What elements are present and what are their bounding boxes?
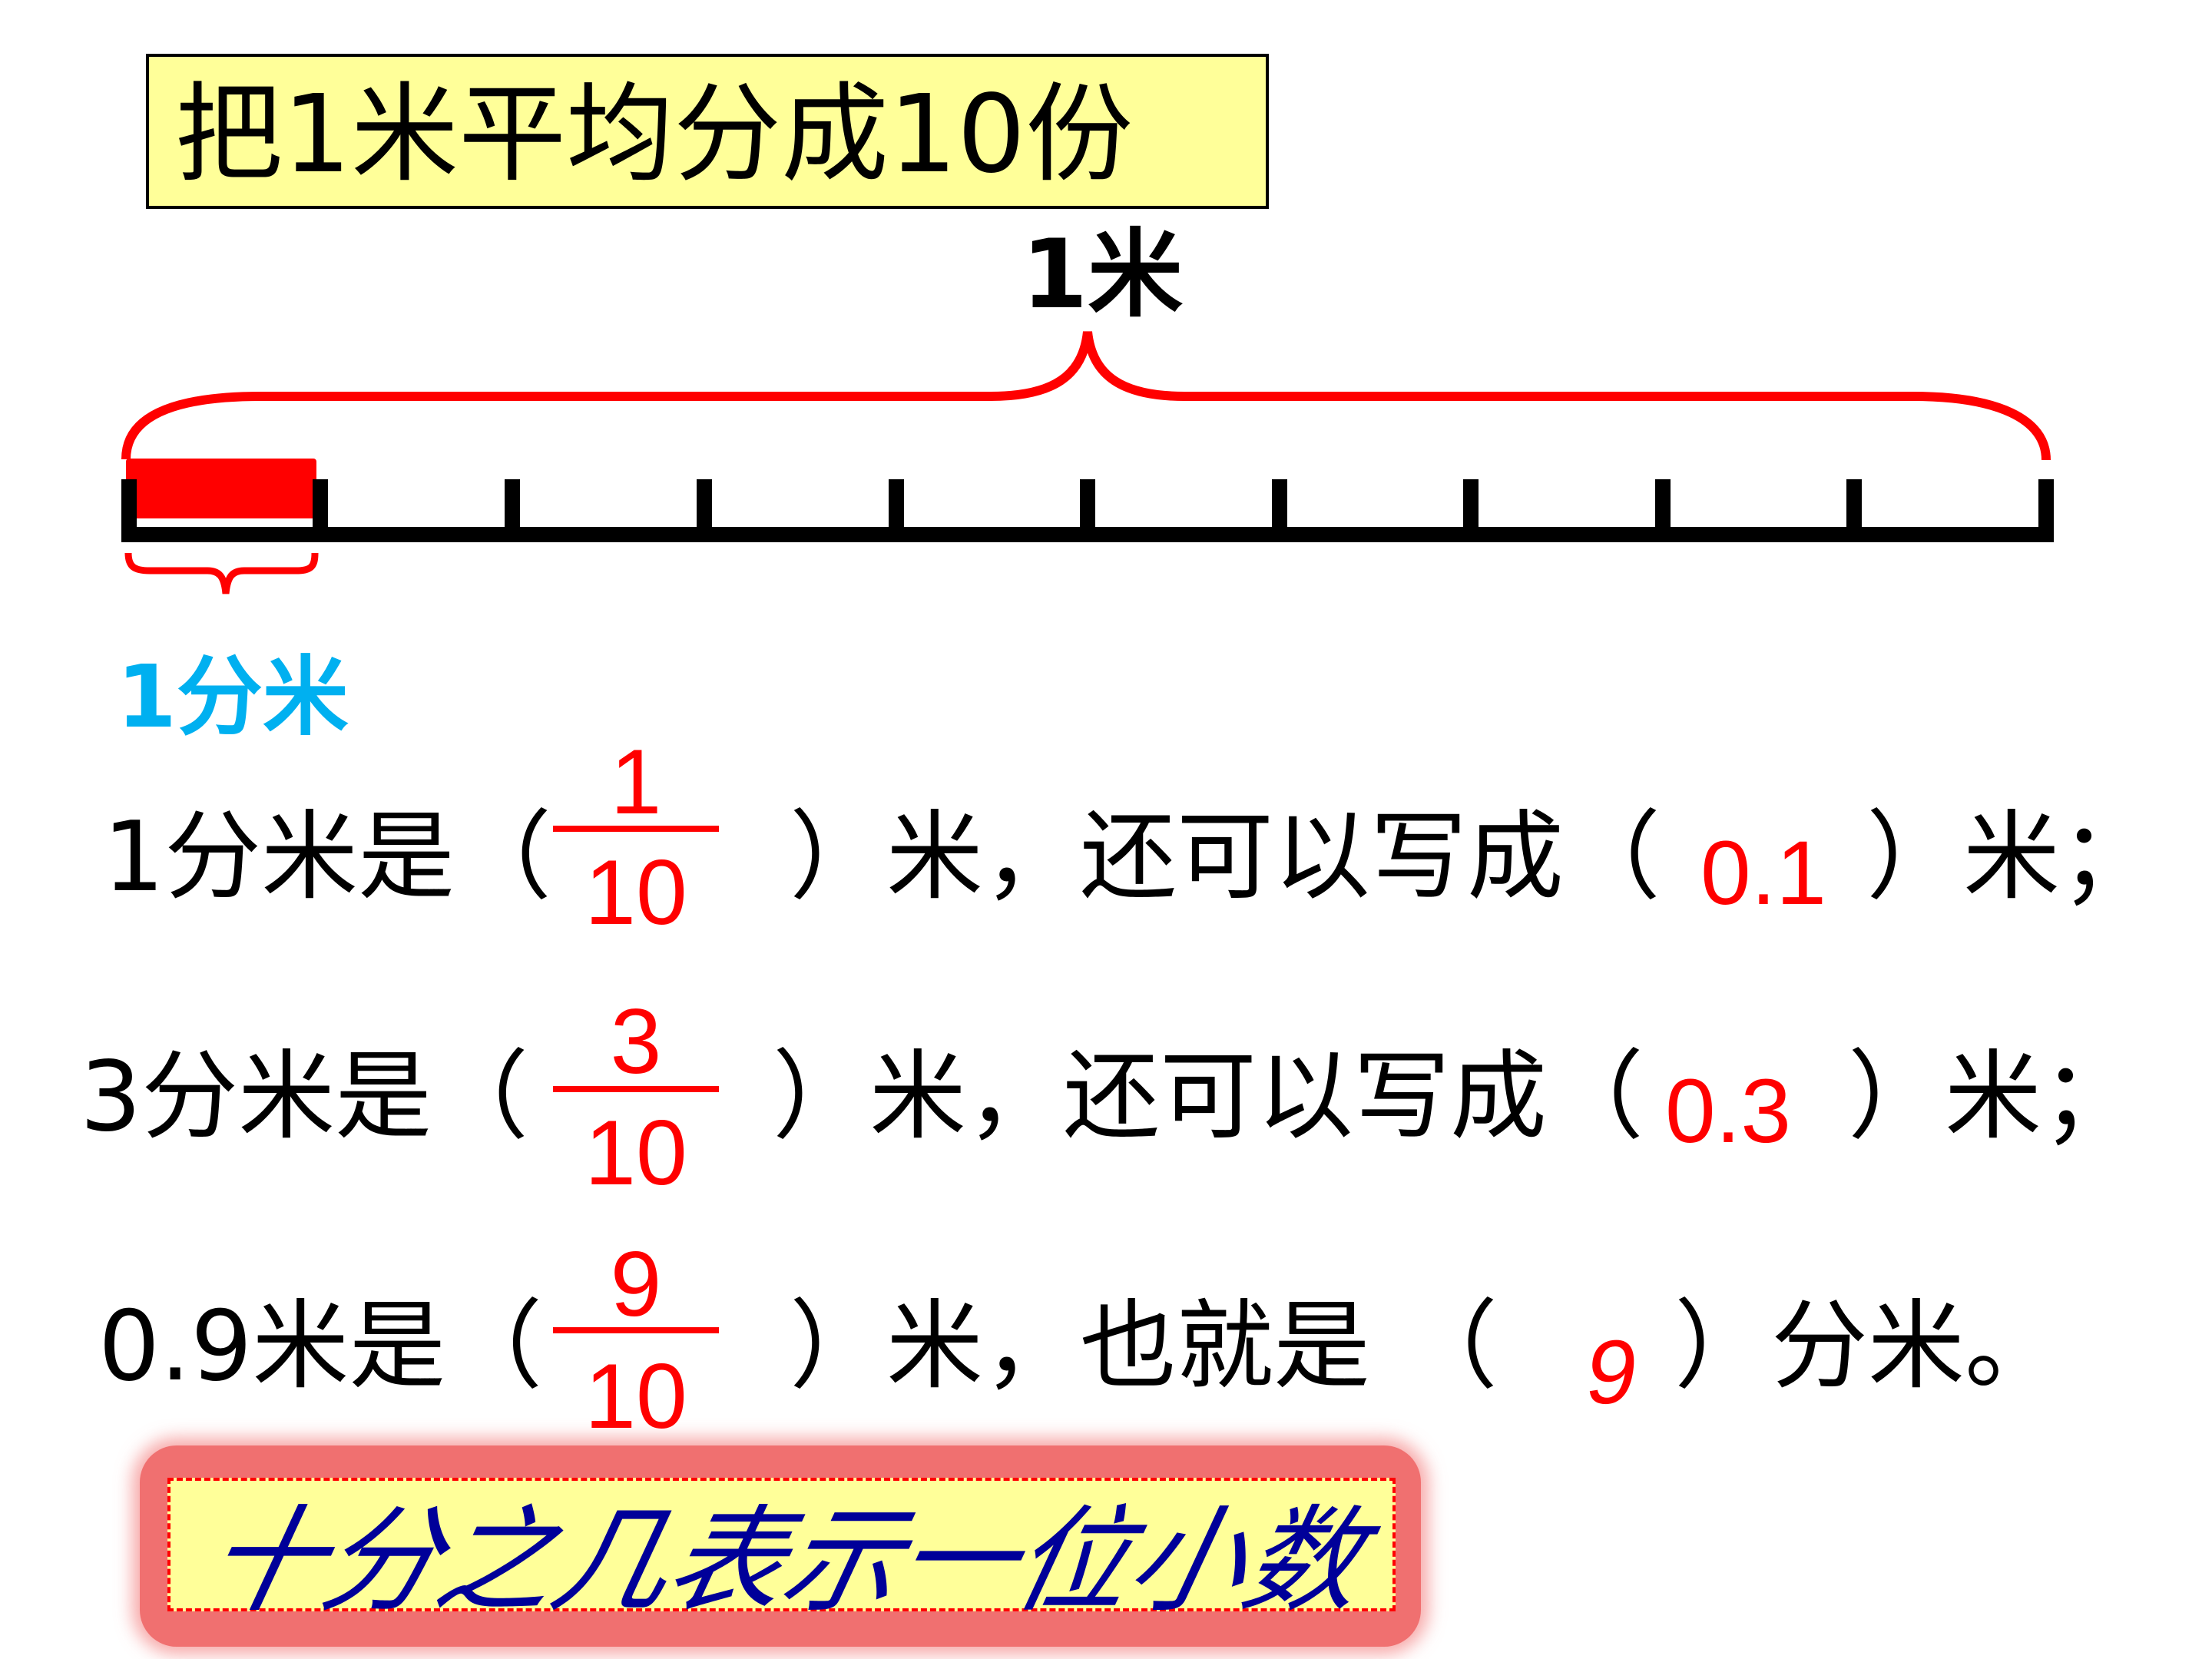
title-box: 把1米平均分成10份: [146, 54, 1269, 209]
whole-length-label: 1米: [1022, 220, 1184, 330]
row-3-prefix: 0.9米是（: [98, 1290, 543, 1402]
row-3-fraction: 9 10: [553, 1233, 719, 1442]
row-2-middle: ）米，还可以写成（: [773, 1040, 1644, 1153]
row-1-fraction: 1 10: [553, 730, 719, 939]
row-3-middle: ）米，也就是 （: [790, 1290, 1498, 1402]
row-3-denominator: 10: [584, 1345, 687, 1448]
row-1-prefix: 1分米是（: [103, 800, 552, 913]
row-2-answer: 0.3: [1665, 1061, 1792, 1162]
part-length-label: 1分米: [117, 647, 349, 747]
ruler-ticks: [121, 479, 2054, 542]
highlight-segment-bar: [126, 459, 316, 518]
row-1-answer: 0.1: [1700, 823, 1827, 924]
row-3-numerator: 9: [610, 1233, 662, 1336]
row-2-fraction: 3 10: [553, 990, 719, 1199]
fraction-bar: [553, 1327, 719, 1333]
page-title: 把1米平均分成10份: [175, 72, 1134, 197]
row-1-numerator: 1: [610, 730, 662, 833]
row-2-denominator: 10: [584, 1101, 687, 1204]
fraction-bar: [553, 1086, 719, 1092]
meter-ruler-diagram: [121, 331, 2054, 594]
row-2-suffix: ）米；: [1848, 1040, 2138, 1153]
row-3-suffix: ）分米。: [1674, 1290, 2061, 1402]
row-1-denominator: 10: [584, 841, 687, 944]
part-brace-icon: [124, 552, 319, 594]
row-1-suffix: ）米；: [1866, 800, 2157, 913]
whole-brace-icon: [121, 331, 2051, 461]
summary-text: 十分之几表示一位小数: [194, 1495, 1376, 1628]
row-1-middle: ）米，还可以写成（: [790, 800, 1661, 913]
summary-box: [167, 1478, 1396, 1611]
fraction-bar: [553, 826, 719, 832]
row-2-numerator: 3: [610, 990, 662, 1093]
row-2-prefix: 3分米是（: [80, 1040, 529, 1153]
row-3-answer: 9: [1579, 1322, 1644, 1423]
